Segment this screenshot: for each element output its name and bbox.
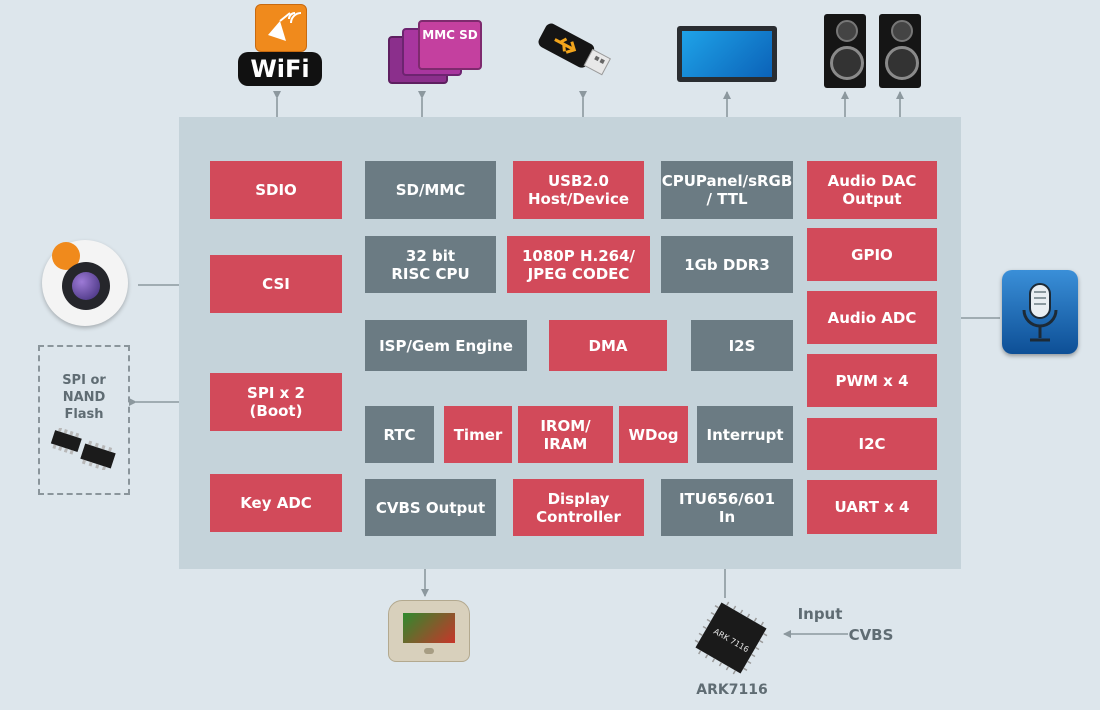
monitor-button	[424, 648, 434, 654]
pwm-block: PWM x 4	[807, 354, 937, 407]
irom-block: IROM/ IRAM	[518, 406, 613, 463]
timer-block: Timer	[444, 406, 512, 463]
rtc-block: RTC	[365, 406, 434, 463]
usb-block: USB2.0 Host/Device	[513, 161, 644, 219]
tweeter	[891, 20, 913, 42]
headrest-monitor-icon	[388, 600, 470, 662]
ark7116-chip-icon: ARK 7116	[693, 600, 769, 676]
wifi-icon: WiFi	[238, 4, 322, 88]
audio-dac-block: Audio DAC Output	[807, 161, 937, 219]
cvbs-label: CVBS	[848, 626, 894, 644]
card-front: MMC SD	[418, 20, 482, 70]
audio-adc-block: Audio ADC	[807, 291, 937, 344]
wifi-logo-text: WiFi	[238, 52, 322, 86]
monitor-screen	[403, 613, 455, 643]
cvbs-output-block: CVBS Output	[365, 479, 496, 536]
sdio-block: SDIO	[210, 161, 342, 219]
i2s-block: I2S	[691, 320, 793, 371]
woofer	[885, 46, 919, 80]
antenna-icon	[255, 4, 307, 52]
mmc-card-label: MMC SD	[422, 28, 478, 42]
display-controller-block: Display Controller	[513, 479, 644, 536]
speaker-right-icon	[879, 14, 921, 88]
woofer	[830, 46, 864, 80]
cpu-panel-block: CPUPanel/sRGB / TTL	[661, 161, 793, 219]
spi-block: SPI x 2 (Boot)	[210, 373, 342, 431]
panel-screen	[682, 31, 772, 77]
csi-block: CSI	[210, 255, 342, 313]
input-label: Input	[797, 605, 843, 623]
panel-display-icon	[677, 26, 777, 82]
lens-glass	[72, 272, 100, 300]
risc-cpu-block: 32 bit RISC CPU	[365, 236, 496, 293]
microphone-icon	[1002, 270, 1078, 354]
sd-card-icon: MMC SD	[388, 18, 482, 84]
gpio-block: GPIO	[807, 228, 937, 281]
uart-block: UART x 4	[807, 480, 937, 534]
camera-icon	[42, 240, 128, 326]
sd-mmc-block: SD/MMC	[365, 161, 496, 219]
spi-flash-box	[38, 345, 130, 495]
tweeter	[836, 20, 858, 42]
flash-chip-icon	[46, 427, 120, 471]
spi-flash-label: SPI or NAND Flash	[62, 373, 106, 422]
i2c-block: I2C	[807, 418, 937, 470]
key-adc-block: Key ADC	[210, 474, 342, 532]
isp-block: ISP/Gem Engine	[365, 320, 527, 371]
itu656-block: ITU656/601 In	[661, 479, 793, 536]
dma-block: DMA	[549, 320, 667, 371]
ark7116-label: ARK7116	[696, 682, 768, 698]
usb-drive-icon	[535, 18, 619, 80]
interrupt-block: Interrupt	[697, 406, 793, 463]
speaker-left-icon	[824, 14, 866, 88]
camera-lens	[62, 262, 110, 310]
codec-block: 1080P H.264/ JPEG CODEC	[507, 236, 650, 293]
wdog-block: WDog	[619, 406, 688, 463]
ddr3-block: 1Gb DDR3	[661, 236, 793, 293]
